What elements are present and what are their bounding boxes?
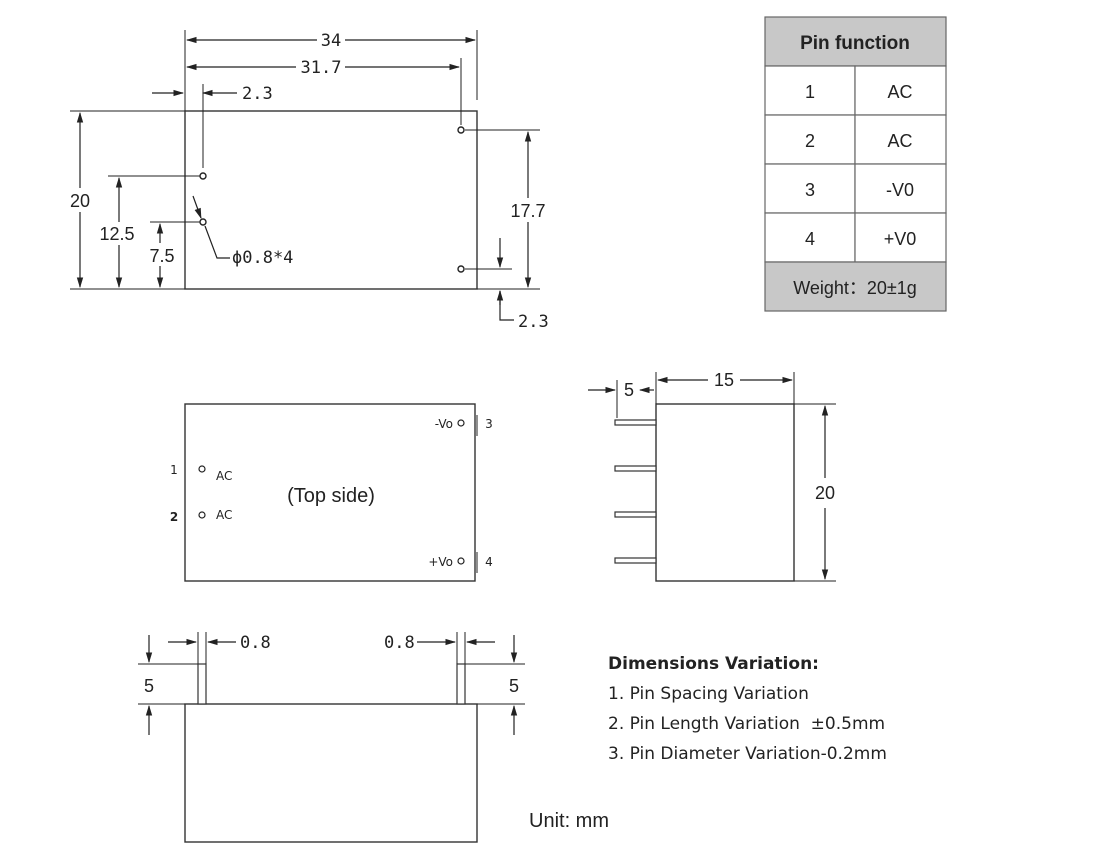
table-cell-function: AC — [887, 82, 912, 102]
dim-edge-offset-left: 2.3 — [242, 84, 273, 104]
side-pin — [614, 511, 657, 518]
pin-number-4: 4 — [485, 555, 493, 569]
pin-label-3: -Vo — [435, 417, 453, 431]
bottom-view: 34 31.7 2.3 20 12.5 7.5 ϕ0.8*4 — [70, 30, 549, 332]
table-cell-pin: 2 — [805, 131, 815, 151]
side-view: 5 15 20 — [588, 370, 836, 582]
table-cell-pin: 4 — [805, 229, 815, 249]
side-pin — [614, 557, 657, 564]
top-pin-hole — [457, 419, 465, 427]
table-footer-weight: Weight：20±1g — [793, 278, 917, 298]
pin-function-table: Pin function 1 AC 2 AC 3 -V0 4 +V0 Weigh… — [764, 16, 947, 312]
table-cell-function: -V0 — [886, 180, 914, 200]
top-pin-hole — [198, 465, 206, 473]
front-pin — [456, 663, 466, 705]
front-pin — [197, 663, 207, 705]
pin-label-4: +Vo — [428, 555, 453, 569]
top-view-caption: (Top side) — [287, 485, 375, 507]
bottom-pin-hole — [199, 172, 207, 180]
side-pin — [614, 465, 657, 472]
dim-side-depth: 15 — [714, 370, 734, 390]
front-view-body — [184, 703, 478, 843]
dim-overall-length: 34 — [321, 31, 341, 51]
unit-label: Unit: mm — [529, 810, 609, 832]
dim-front-pin-width-left: 0.8 — [240, 633, 271, 653]
front-view: 0.8 0.8 5 5 — [138, 632, 525, 843]
notes-title: Dimensions Variation: — [608, 654, 819, 674]
bottom-pin-hole — [457, 265, 465, 273]
table-row: 2 AC — [764, 114, 947, 165]
notes-item: 1. Pin Spacing Variation — [608, 684, 809, 704]
dim-edge-offset-bottom: 2.3 — [518, 312, 549, 332]
dim-side-pin-length: 5 — [624, 380, 634, 400]
pin-label-1: AC — [216, 469, 232, 483]
notes-item: 2. Pin Length Variation ±0.5mm — [608, 714, 885, 734]
table-row: 3 -V0 — [764, 163, 947, 214]
top-pin-hole — [198, 511, 206, 519]
notes-item: 3. Pin Diameter Variation-0.2mm — [608, 744, 887, 764]
table-footer-bg — [764, 261, 947, 312]
pin-number-3: 3 — [485, 417, 493, 431]
top-view: (Top side) 1 AC 2 AC -Vo 3 +Vo 4 — [170, 403, 493, 582]
side-pin — [614, 419, 657, 426]
pin-number-1: 1 — [170, 463, 178, 477]
top-view-body — [184, 403, 476, 582]
table-cell-function: +V0 — [884, 229, 917, 249]
pin-label-2: AC — [216, 508, 232, 522]
dim-pin1-height: 12.5 — [99, 224, 134, 244]
table-cell-pin: 1 — [805, 82, 815, 102]
bottom-pin-hole — [199, 218, 207, 226]
dim-side-height: 20 — [815, 483, 835, 503]
dim-pin2-height: 7.5 — [149, 246, 174, 266]
dim-front-pin-len-left: 5 — [144, 676, 154, 696]
dim-front-pin-width-right: 0.8 — [384, 633, 415, 653]
side-view-body — [655, 403, 795, 582]
bottom-pin-hole — [457, 126, 465, 134]
dim-pin-span: 31.7 — [301, 58, 342, 78]
top-pin-hole — [457, 557, 465, 565]
table-row: 1 AC — [764, 65, 947, 116]
bottom-view-body — [184, 110, 478, 290]
pin-number-2: 2 — [170, 510, 178, 524]
dim-hole-spec: ϕ0.8*4 — [232, 248, 293, 268]
table-header: Pin function — [800, 33, 910, 54]
dim-height: 20 — [70, 191, 90, 211]
table-header-bg — [764, 16, 947, 67]
dimensions-variation-notes: Dimensions Variation: 1. Pin Spacing Var… — [608, 654, 887, 764]
dim-right-pin-span: 17.7 — [510, 201, 545, 221]
table-cell-pin: 3 — [805, 180, 815, 200]
dim-front-pin-len-right: 5 — [509, 676, 519, 696]
table-cell-function: AC — [887, 131, 912, 151]
table-row: 4 +V0 — [764, 212, 947, 263]
